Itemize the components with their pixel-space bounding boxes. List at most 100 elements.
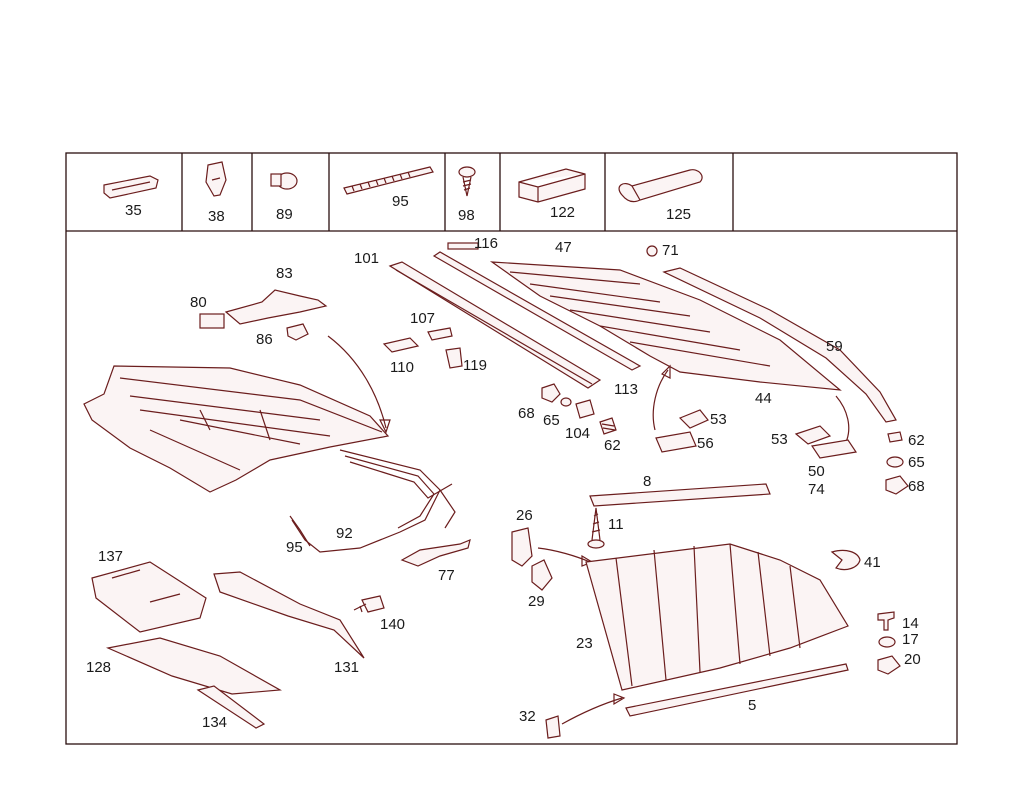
nut-68-left	[541, 383, 561, 403]
washer-65-right	[886, 456, 904, 468]
foam-80	[199, 313, 225, 329]
callout-26: 26	[516, 507, 533, 524]
callout-65-left: 65	[543, 412, 560, 429]
legend-label-122: 122	[550, 204, 575, 221]
callout-11: 11	[608, 516, 624, 533]
plastic-clip-icon	[205, 161, 227, 197]
clip-110	[382, 337, 420, 353]
screw-icon	[458, 166, 476, 197]
legend-item-38: 38	[205, 161, 227, 225]
callout-59: 59	[826, 338, 843, 355]
callout-113: 113	[614, 381, 638, 398]
clip-26	[511, 527, 533, 567]
screw-11	[587, 507, 605, 549]
legend-label-125: 125	[666, 206, 691, 223]
hinge-50	[810, 439, 858, 459]
bolt-62-right	[887, 431, 903, 443]
spring-62-left	[599, 417, 617, 435]
legend-strip	[66, 153, 957, 232]
callout-62-right: 62	[908, 432, 925, 449]
callout-77: 77	[438, 567, 455, 584]
clip-107	[427, 327, 453, 341]
roof-fabric-44	[489, 261, 842, 391]
callout-20: 20	[904, 651, 921, 668]
callout-47: 47	[555, 239, 572, 256]
legend-label-89: 89	[276, 206, 293, 223]
legend-label-38: 38	[208, 208, 225, 225]
callout-134: 134	[202, 714, 227, 731]
nut-68-right	[885, 475, 909, 495]
headliner-panel	[83, 365, 390, 493]
rail-59	[662, 267, 897, 423]
cover-131	[213, 571, 365, 659]
clip-104	[575, 399, 595, 419]
rail-8	[589, 483, 771, 507]
arrow-to-59	[835, 395, 850, 443]
diagram-frame	[65, 152, 958, 745]
callout-110: 110	[390, 359, 414, 376]
callout-labels: 116 47 71 101 83 80 86 107 110 119 113 5…	[86, 235, 925, 731]
callout-50: 50	[808, 463, 825, 480]
pivot-53-top	[678, 409, 709, 429]
callout-95: 95	[286, 539, 303, 556]
callout-86: 86	[256, 331, 273, 348]
hose-clamp-icon	[270, 172, 298, 190]
clip-71	[646, 245, 658, 257]
callout-62-left: 62	[604, 437, 621, 454]
bolt-14	[877, 611, 895, 631]
arrow-to-44	[652, 369, 669, 431]
arrow-to-23	[537, 547, 591, 563]
legend-item-95: 95	[343, 166, 434, 210]
callout-137: 137	[98, 548, 123, 565]
legend-item-35: 35	[103, 175, 159, 219]
strip-134	[196, 685, 266, 729]
callout-8: 8	[643, 473, 651, 490]
hinge-56	[655, 431, 697, 453]
seal-profile-icon	[618, 169, 703, 203]
callout-68-right: 68	[908, 478, 925, 495]
callout-107: 107	[410, 310, 435, 327]
pivot-53-right	[794, 425, 832, 445]
callout-92: 92	[336, 525, 353, 542]
callout-65-right: 65	[908, 454, 925, 471]
legend-item-89: 89	[270, 172, 298, 223]
bracket-83	[224, 289, 328, 325]
callout-140: 140	[380, 616, 405, 633]
clip-32	[545, 715, 561, 739]
callout-29: 29	[528, 593, 545, 610]
plate-128	[105, 637, 282, 695]
arrow-to-panel	[327, 335, 387, 429]
rail-101	[388, 261, 602, 389]
washer-17	[878, 636, 896, 648]
legend-label-95: 95	[392, 193, 409, 210]
hose-95	[289, 515, 311, 547]
rail-5	[625, 663, 849, 717]
callout-44: 44	[755, 390, 772, 407]
callout-116: 116	[474, 235, 498, 252]
callout-131: 131	[334, 659, 359, 676]
washer-65-left	[560, 397, 572, 407]
legend-label-35: 35	[125, 202, 142, 219]
cable-tie-icon	[343, 166, 434, 195]
callout-83: 83	[276, 265, 293, 282]
callout-74: 74	[808, 481, 825, 498]
callout-101: 101	[354, 250, 379, 267]
callout-71: 71	[662, 242, 679, 259]
nut-20	[877, 655, 901, 675]
arrow-to-5	[561, 697, 623, 725]
bracket-77	[400, 539, 471, 567]
roof-fabric-23	[585, 543, 849, 691]
callout-128: 128	[86, 659, 111, 676]
callout-53-right: 53	[771, 431, 788, 448]
callout-104: 104	[565, 425, 590, 442]
rail-113	[432, 251, 642, 371]
legend-item-98: 98	[458, 166, 476, 224]
callout-80: 80	[190, 294, 207, 311]
bracket-41	[830, 549, 861, 571]
callout-32: 32	[519, 708, 536, 725]
strip-116	[447, 242, 479, 250]
tray-137	[91, 561, 207, 633]
legend-item-125: 125	[618, 169, 703, 223]
legend-label-98: 98	[458, 207, 475, 224]
